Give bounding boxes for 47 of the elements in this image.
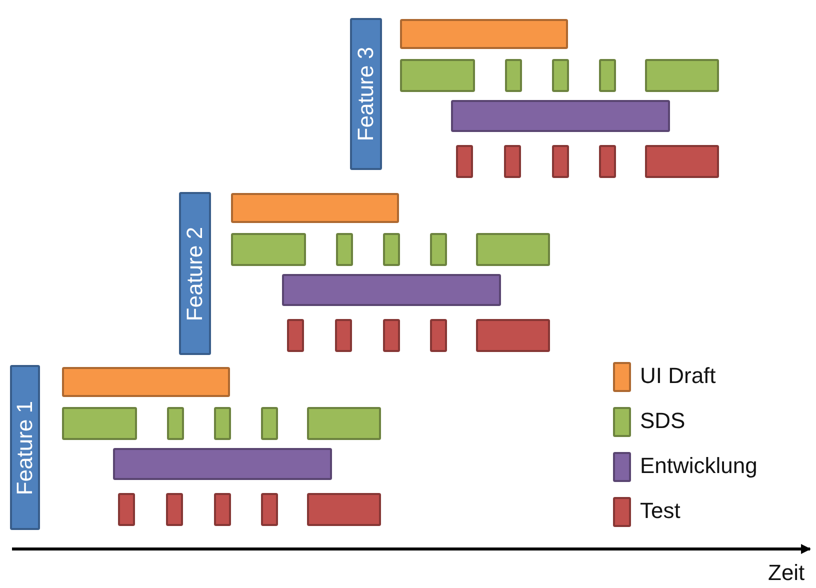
task-bar — [307, 493, 381, 526]
task-bar — [599, 59, 616, 92]
task-bar — [214, 407, 231, 440]
feature-label: Feature 1 — [12, 400, 38, 495]
axis-label: Zeit — [768, 560, 805, 586]
task-bar — [400, 59, 475, 92]
task-bar — [383, 233, 400, 266]
task-bar — [552, 145, 569, 178]
task-bar — [336, 233, 353, 266]
task-bar — [400, 19, 568, 49]
task-bar — [504, 145, 521, 178]
task-bar — [261, 407, 278, 440]
task-bar — [231, 233, 306, 266]
task-bar — [430, 319, 447, 352]
task-bar — [552, 59, 569, 92]
legend-label: UI Draft — [640, 363, 716, 389]
task-bar — [645, 59, 719, 92]
task-bar — [166, 493, 183, 526]
task-bar — [505, 59, 522, 92]
task-bar — [456, 145, 473, 178]
feature-box — [179, 192, 211, 355]
feature-box — [350, 18, 382, 170]
task-bar — [282, 274, 501, 306]
task-bar — [287, 319, 304, 352]
feature-label: Feature 3 — [353, 46, 379, 142]
task-bar — [476, 319, 550, 352]
legend-label: SDS — [640, 408, 686, 434]
legend-label: Test — [640, 498, 680, 524]
task-bar — [383, 319, 400, 352]
task-bar — [214, 493, 231, 526]
task-bar — [113, 448, 332, 480]
task-bar — [167, 407, 184, 440]
task-bar — [476, 233, 550, 266]
feature-label: Feature 2 — [182, 226, 208, 321]
task-bar — [335, 319, 352, 352]
task-bar — [599, 145, 616, 178]
task-bar — [451, 100, 670, 132]
legend-label: Entwicklung — [640, 453, 758, 479]
task-bar — [430, 233, 447, 266]
feature-box — [10, 365, 40, 530]
task-bar — [231, 193, 399, 223]
task-bar — [118, 493, 135, 526]
task-bar — [645, 145, 719, 178]
task-bar — [307, 407, 381, 440]
task-bar — [62, 367, 230, 397]
task-bar — [261, 493, 278, 526]
task-bar — [62, 407, 137, 440]
